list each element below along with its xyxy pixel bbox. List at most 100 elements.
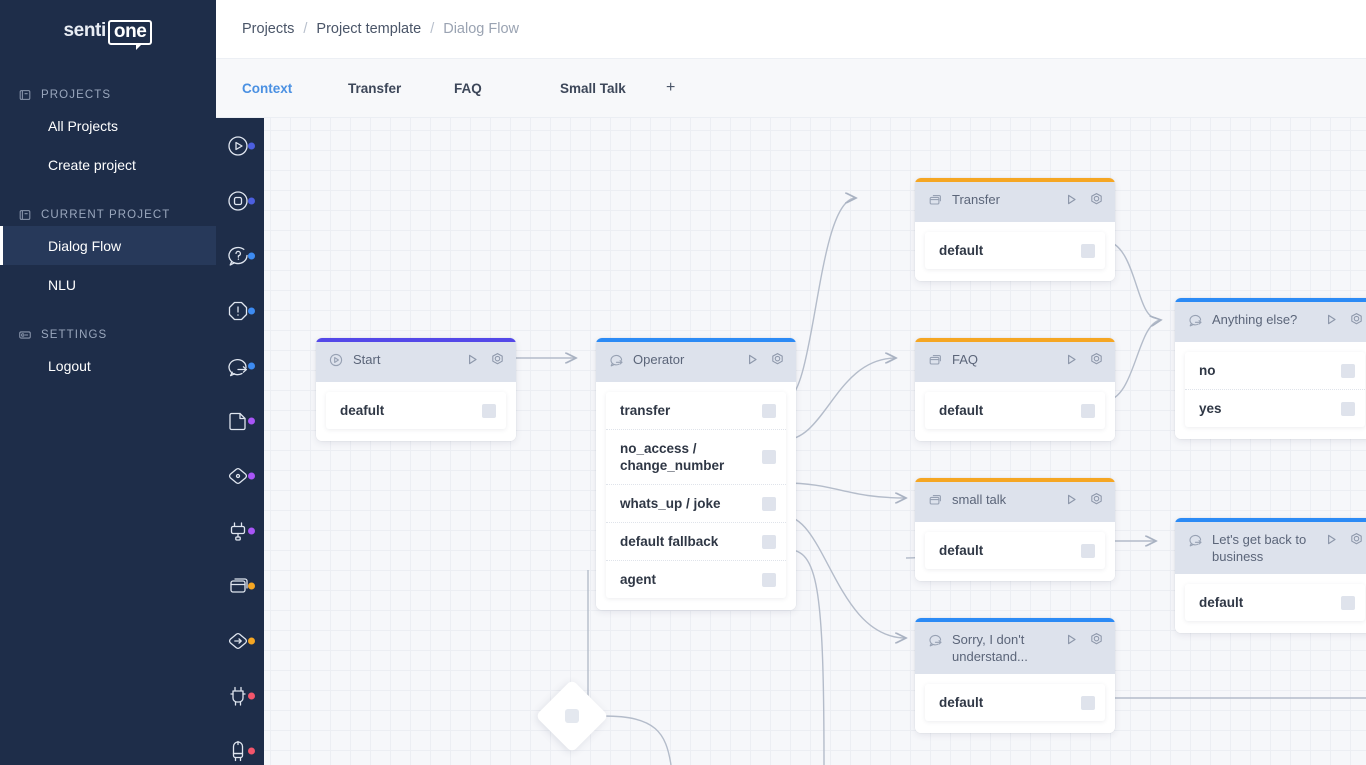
settings-box-icon (18, 328, 32, 342)
tab-faq[interactable]: FAQ (454, 80, 482, 96)
node-settings-gear-icon[interactable] (1089, 192, 1104, 212)
node-header[interactable]: Let's get back to business (1175, 522, 1366, 574)
sidebar-item-create-project[interactable]: Create project (0, 145, 216, 184)
play-circle-icon (225, 133, 251, 159)
node-run-icon[interactable] (1325, 313, 1338, 331)
flow-node-smalltalk[interactable]: small talk default (915, 478, 1115, 581)
node-row[interactable]: transfer (606, 392, 786, 429)
rail-status-dot (248, 527, 255, 534)
node-row-port[interactable] (1081, 403, 1095, 418)
node-settings-gear-icon[interactable] (1349, 312, 1364, 332)
node-row[interactable]: default (925, 532, 1105, 569)
cards-stack-icon (927, 492, 943, 513)
tab-transfer[interactable]: Transfer (348, 80, 402, 96)
node-rows: default (925, 232, 1105, 269)
node-row[interactable]: default fallback (606, 522, 786, 560)
rail-item-robot-alt[interactable] (216, 723, 264, 765)
decision-port[interactable] (565, 709, 579, 723)
node-row-port[interactable] (1341, 595, 1355, 610)
tab-context[interactable]: Context (242, 80, 293, 96)
node-run-icon[interactable] (1065, 193, 1078, 211)
node-row[interactable]: default (925, 684, 1105, 721)
node-run-icon[interactable] (1065, 353, 1078, 371)
sidebar-item-label: NLU (48, 276, 77, 293)
node-row-port[interactable] (762, 572, 776, 587)
flow-node-faq[interactable]: FAQ default (915, 338, 1115, 441)
archive-icon (18, 88, 32, 102)
node-header[interactable]: small talk (915, 482, 1115, 522)
rail-status-dot (248, 362, 255, 369)
tab-small-talk[interactable]: Small Talk (560, 80, 626, 96)
node-row-port[interactable] (1341, 401, 1355, 416)
flow-node-back[interactable]: Let's get back to business default (1175, 518, 1366, 633)
node-settings-gear-icon[interactable] (1089, 632, 1104, 652)
logo-text-one: one (113, 20, 147, 42)
sidebar-item-dialog-flow[interactable]: Dialog Flow (0, 226, 216, 265)
node-run-icon[interactable] (1325, 533, 1338, 551)
rail-item-play-circle[interactable] (216, 118, 264, 173)
node-row-port[interactable] (1081, 243, 1095, 258)
sidebar-section-label: PROJECTS (41, 89, 112, 101)
node-row[interactable]: no (1185, 352, 1365, 389)
sidebar-item-all-projects[interactable]: All Projects (0, 106, 216, 145)
node-header[interactable]: Transfer (915, 182, 1115, 222)
rail-item-diamond-dot[interactable] (216, 448, 264, 503)
node-run-icon[interactable] (1065, 493, 1078, 511)
rail-item-api-plug[interactable] (216, 503, 264, 558)
node-row[interactable]: whats_up / joke (606, 484, 786, 522)
rail-item-stop-circle[interactable] (216, 173, 264, 228)
node-row-port[interactable] (762, 450, 776, 464)
node-settings-gear-icon[interactable] (1089, 492, 1104, 512)
rail-item-cards-stack[interactable] (216, 558, 264, 613)
node-settings-gear-icon[interactable] (490, 352, 505, 372)
node-row-label: no (1199, 363, 1216, 378)
rail-item-document[interactable] (216, 393, 264, 448)
node-row-port[interactable] (1081, 543, 1095, 558)
node-row[interactable]: default (925, 232, 1105, 269)
node-row-port[interactable] (762, 534, 776, 549)
node-row[interactable]: no_access / change_number (606, 429, 786, 484)
node-settings-gear-icon[interactable] (1349, 532, 1364, 552)
node-row-port[interactable] (762, 403, 776, 418)
sidebar-item-nlu[interactable]: NLU (0, 265, 216, 304)
node-row[interactable]: default (1185, 584, 1365, 621)
node-header[interactable]: Sorry, I don't understand... (915, 622, 1115, 674)
node-header[interactable]: FAQ (915, 342, 1115, 382)
flow-node-transfer[interactable]: Transfer default (915, 178, 1115, 281)
breadcrumb-item-projects[interactable]: Projects (242, 21, 295, 37)
node-row[interactable]: agent (606, 560, 786, 598)
node-settings-gear-icon[interactable] (1089, 352, 1104, 372)
node-header[interactable]: Start (316, 342, 516, 382)
node-settings-gear-icon[interactable] (770, 352, 785, 372)
node-row[interactable]: default (925, 392, 1105, 429)
node-run-icon[interactable] (466, 353, 479, 371)
flow-node-anything[interactable]: Anything else? no yes (1175, 298, 1366, 439)
logo[interactable]: senti one (0, 0, 216, 64)
tab-add-button[interactable]: + (666, 79, 676, 96)
rail-item-alert-octagon[interactable] (216, 283, 264, 338)
node-row-port[interactable] (762, 496, 776, 511)
rail-status-dot (248, 142, 255, 149)
node-header[interactable]: Operator (596, 342, 796, 382)
rail-item-diamond-arrow[interactable] (216, 613, 264, 668)
sidebar-item-logout[interactable]: Logout (0, 346, 216, 385)
node-row-port[interactable] (482, 403, 496, 418)
node-run-icon[interactable] (746, 353, 759, 371)
node-run-icon[interactable] (1065, 633, 1078, 651)
node-row-port[interactable] (1341, 363, 1355, 378)
breadcrumb-item-project-template[interactable]: Project template (316, 21, 422, 37)
node-row-port[interactable] (1081, 695, 1095, 710)
node-header[interactable]: Anything else? (1175, 302, 1366, 342)
rail-item-question-bubble[interactable] (216, 228, 264, 283)
alert-octagon-icon (225, 298, 251, 324)
rail-item-robot[interactable] (216, 668, 264, 723)
node-row[interactable]: deafult (326, 392, 506, 429)
flow-node-start[interactable]: Start deafult (316, 338, 516, 441)
flow-node-sorry[interactable]: Sorry, I don't understand... default (915, 618, 1115, 733)
rail-item-bubble-arrow[interactable] (216, 338, 264, 393)
node-row[interactable]: yes (1185, 389, 1365, 427)
